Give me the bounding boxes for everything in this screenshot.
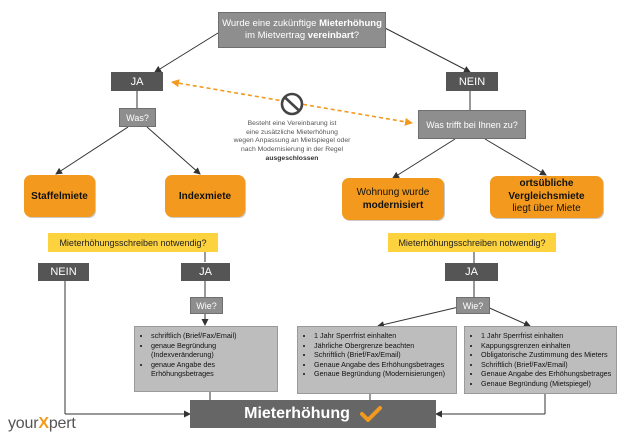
- edge-wastrifft-modern: [392, 138, 456, 179]
- yourxpert-logo: yourXpert: [8, 416, 76, 432]
- list-item: Genaue Angabe des Erhöhungsbetrages: [481, 369, 612, 379]
- exclusion-note: Besteht eine Vereinbarung ist eine zusät…: [230, 120, 354, 163]
- result-title: Mieterhöhung: [244, 405, 350, 422]
- note-line-2: eine zusätzliche Mieterhöhung: [246, 128, 338, 136]
- answer-ja-mid: JA: [181, 263, 230, 281]
- modernisiert-line2: modernisiert: [362, 200, 424, 211]
- answer-ja-right: JA: [445, 263, 498, 281]
- list-item: Genaue Begründung (Modernisierungen): [314, 369, 452, 379]
- list-item: Jährliche Obergrenze beachten: [314, 341, 452, 351]
- no-entry-icon: [280, 92, 304, 116]
- checkmark-icon: [359, 406, 382, 422]
- schreiben-notwendig-right: Mieterhöhungsschreiben notwendig?: [388, 233, 556, 252]
- modernisiert-box: Wohnung wurde modernisiert: [342, 178, 444, 220]
- index-requirements-list: schriftlich (Brief/Fax/Email) genaue Beg…: [134, 326, 278, 392]
- list-item: 1 Jahr Sperrfrist einhalten: [314, 331, 452, 341]
- schreiben-notwendig-left: Mieterhöhungsschreiben notwendig?: [48, 233, 218, 252]
- modernisierung-requirements-list: 1 Jahr Sperrfrist einhalten Jährliche Ob…: [297, 326, 457, 394]
- question-line2: im Mietvertrag: [244, 30, 308, 41]
- modernisiert-line1: Wohnung wurde: [356, 186, 430, 198]
- indexmiete-box: Indexmiete: [165, 175, 245, 217]
- vergleichsmiete-line2: Vergleichsmiete: [508, 190, 585, 202]
- logo-part2: X: [38, 415, 49, 432]
- question-line1: Wurde eine zukünftige: [222, 17, 320, 29]
- note-line-4: nach Modernisierung in der Regel: [240, 146, 343, 154]
- list-item: Genaue Begründung (Mietspiegel): [481, 379, 612, 389]
- list-item: genaue Begründung (Indexveränderung): [151, 341, 273, 360]
- answer-ja-top: JA: [111, 72, 163, 91]
- question-line1-bold: Mieterhöhung: [319, 17, 382, 29]
- answer-nein-left: NEIN: [38, 263, 89, 281]
- question-line2-bold: vereinbart: [307, 30, 354, 41]
- was-trifft-box: Was trifft bei Ihnen zu?: [418, 110, 526, 139]
- list-item: Obligatorische Zustimmung des Mieters: [481, 350, 612, 360]
- question-line2-end: ?: [353, 30, 360, 41]
- edge-question-ja: [154, 32, 219, 73]
- wie-box-right: Wie?: [456, 297, 490, 314]
- question-box: Wurde eine zukünftige Mieterhöhung im Mi…: [218, 12, 386, 48]
- wie-box-mid: Wie?: [190, 297, 223, 314]
- edge-question-nein: [384, 27, 471, 73]
- note-bold: ausgeschlossen: [265, 154, 319, 162]
- edge-wie-vergleichlist: [484, 305, 531, 327]
- edge-wastrifft-vergleich: [484, 138, 547, 176]
- list-item: genaue Angabe des Erhöhungsbetrages: [151, 360, 273, 379]
- vergleichsmiete-line3: liegt über Miete: [512, 203, 581, 215]
- staffelmiete-box: Staffelmiete: [24, 175, 95, 217]
- result-bar: Mieterhöhung: [190, 400, 436, 428]
- logo-part3: pert: [48, 415, 76, 432]
- list-item: Schriftlich (Brief/Fax/Email): [481, 360, 612, 370]
- answer-nein-top: NEIN: [446, 72, 498, 91]
- list-item: Schriftlich (Brief/Fax/Email): [314, 350, 452, 360]
- vergleichsmiete-line1: ortsübliche: [519, 178, 574, 190]
- edge-was-index: [146, 126, 201, 175]
- list-item: 1 Jahr Sperrfrist einhalten: [481, 331, 612, 341]
- vergleichsmiete-box: ortsübliche Vergleichsmiete liegt über M…: [490, 176, 603, 218]
- was-box: Was?: [119, 108, 156, 127]
- edge-was-staffel: [55, 126, 129, 175]
- logo-part1: your: [8, 415, 39, 432]
- note-line-3: wegen Anpassung an Mietspiegel oder: [233, 137, 351, 145]
- edge-wie-modernlist: [377, 305, 464, 329]
- list-item: Kappungsgrenzen einhalten: [481, 341, 612, 351]
- vergleichsmiete-requirements-list: 1 Jahr Sperrfrist einhalten Kappungsgren…: [464, 326, 617, 394]
- list-item: schriftlich (Brief/Fax/Email): [151, 331, 273, 341]
- note-line-1: Besteht eine Vereinbarung ist: [247, 120, 337, 127]
- list-item: Genaue Angabe des Erhöhungsbetrages: [314, 360, 452, 370]
